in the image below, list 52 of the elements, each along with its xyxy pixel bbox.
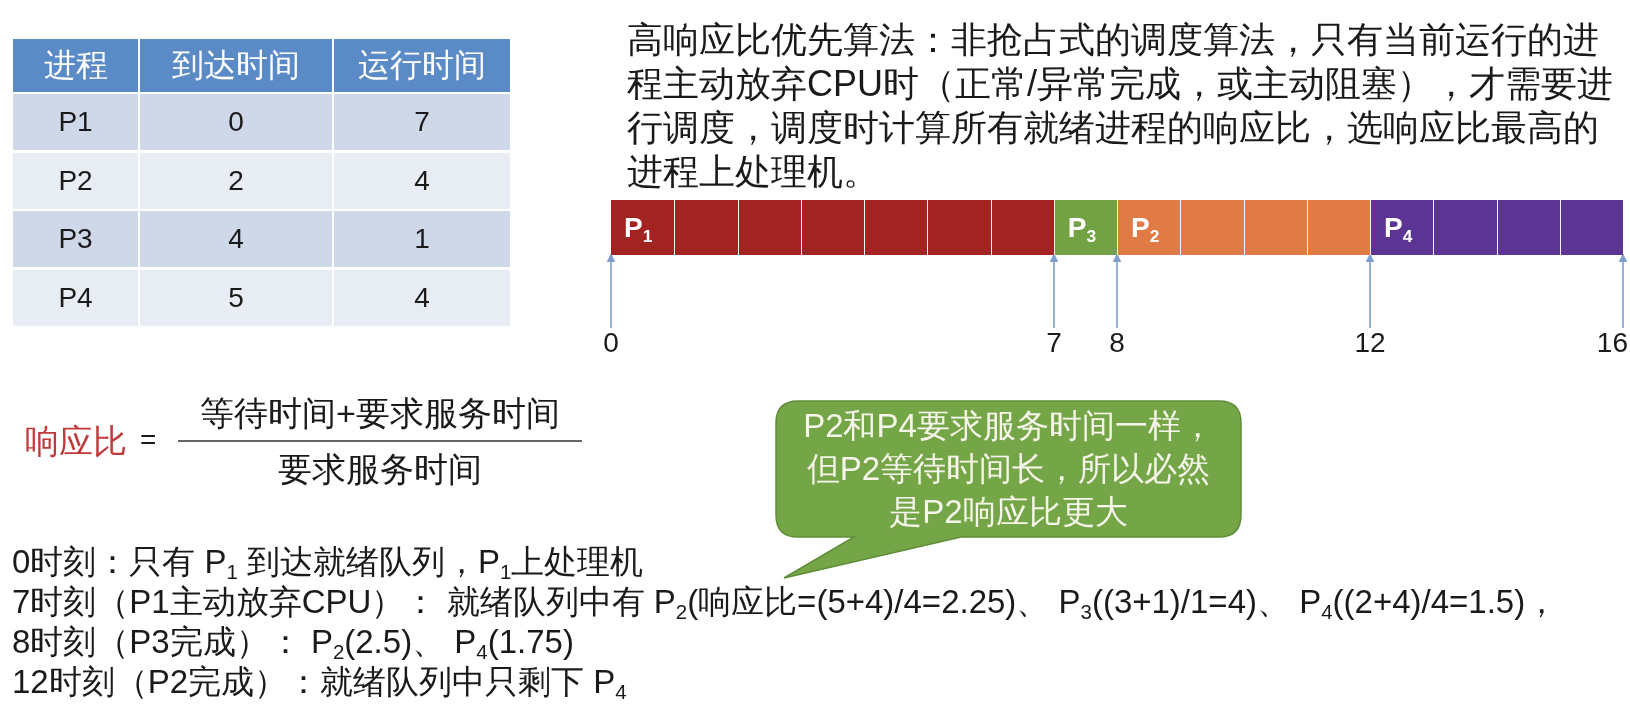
timeline-note: 7时刻（P1主动放弃CPU）： 就绪队列中有 P$_{2}$(响应比=(5+4)/4=2.25)、 P$_{3}$((3+1)/1=4)、 P$_{4}$((2+4)/4=1.5)， [12, 582, 1559, 622]
gantt-segment: P$_{1}$ [611, 200, 675, 255]
equals-sign: = [140, 423, 157, 457]
gantt-segment [864, 200, 928, 255]
arrow [606, 253, 616, 329]
column-header: 进程 [13, 39, 138, 92]
numerator-text: 等待时间+要求服务时间 [200, 393, 560, 433]
gantt-segment [927, 200, 991, 255]
time-label: 7 [1046, 328, 1062, 358]
timeline-note: 8时刻（P3完成）： P$_{2}$(2.5)、 P$_{4}$(1.75) [12, 622, 574, 662]
gantt-segment [800, 200, 864, 255]
gantt-segment [737, 200, 801, 255]
table-cell: 4 [140, 211, 332, 267]
table-cell: 4 [334, 152, 510, 209]
gantt-segment [1180, 200, 1244, 255]
gantt-segment [1306, 200, 1370, 255]
column-header: 运行时间 [334, 39, 510, 92]
gantt-segment [990, 200, 1054, 255]
timeline-note: 0时刻：只有 P$_{1}$ 到达就绪队列，P$_{1}$上处理机 [12, 542, 644, 582]
arrow [1049, 253, 1059, 329]
gantt-segment: P$_{2}$ [1117, 200, 1181, 255]
time-label: 12 [1354, 328, 1386, 358]
table-cell: P2 [13, 152, 138, 209]
gantt-segment [1559, 200, 1623, 255]
arrow [1618, 253, 1628, 329]
gantt-segment [674, 200, 738, 255]
column-header: 到达时间 [140, 39, 332, 92]
gantt-segment [1433, 200, 1497, 255]
timeline-note: 12时刻（P2完成）：就绪队列中只剩下 P$_{4}$ [12, 662, 627, 702]
formula-term: 响应比 [25, 421, 127, 461]
speech-bubble [775, 400, 1242, 580]
gantt-segment [1243, 200, 1307, 255]
gantt-segment: P$_{3}$ [1053, 200, 1117, 255]
gantt-segment [1496, 200, 1560, 255]
table-cell: 0 [140, 94, 332, 150]
table-cell: 2 [140, 152, 332, 209]
table-cell: 5 [140, 269, 332, 326]
table-cell: 7 [334, 94, 510, 150]
table-cell: P1 [13, 94, 138, 150]
arrow [1365, 253, 1375, 329]
arrow [1112, 253, 1122, 329]
table-cell: 1 [334, 211, 510, 267]
table-cell: P4 [13, 269, 138, 326]
table-cell: 4 [334, 269, 510, 326]
callout-text: P2和P4要求服务时间一样，但P2等待时间长，所以必然是P2响应比更大 [802, 408, 1215, 529]
table-cell: P3 [13, 211, 138, 267]
time-label: 16 [1596, 328, 1628, 358]
denominator-text: 要求服务时间 [278, 449, 482, 489]
description-text: 高响应比优先算法：非抢占式的调度算法，只有当前运行的进程主动放弃CPU时（正常/异常完成，或主动阻塞），才需要进行调度，调度时计算所有就绪进程的响应比，选响应比最高的进程上处理机。 [627, 18, 1614, 194]
gantt-segment: P$_{4}$ [1370, 200, 1434, 255]
time-label: 0 [603, 328, 619, 358]
time-label: 8 [1109, 328, 1125, 358]
